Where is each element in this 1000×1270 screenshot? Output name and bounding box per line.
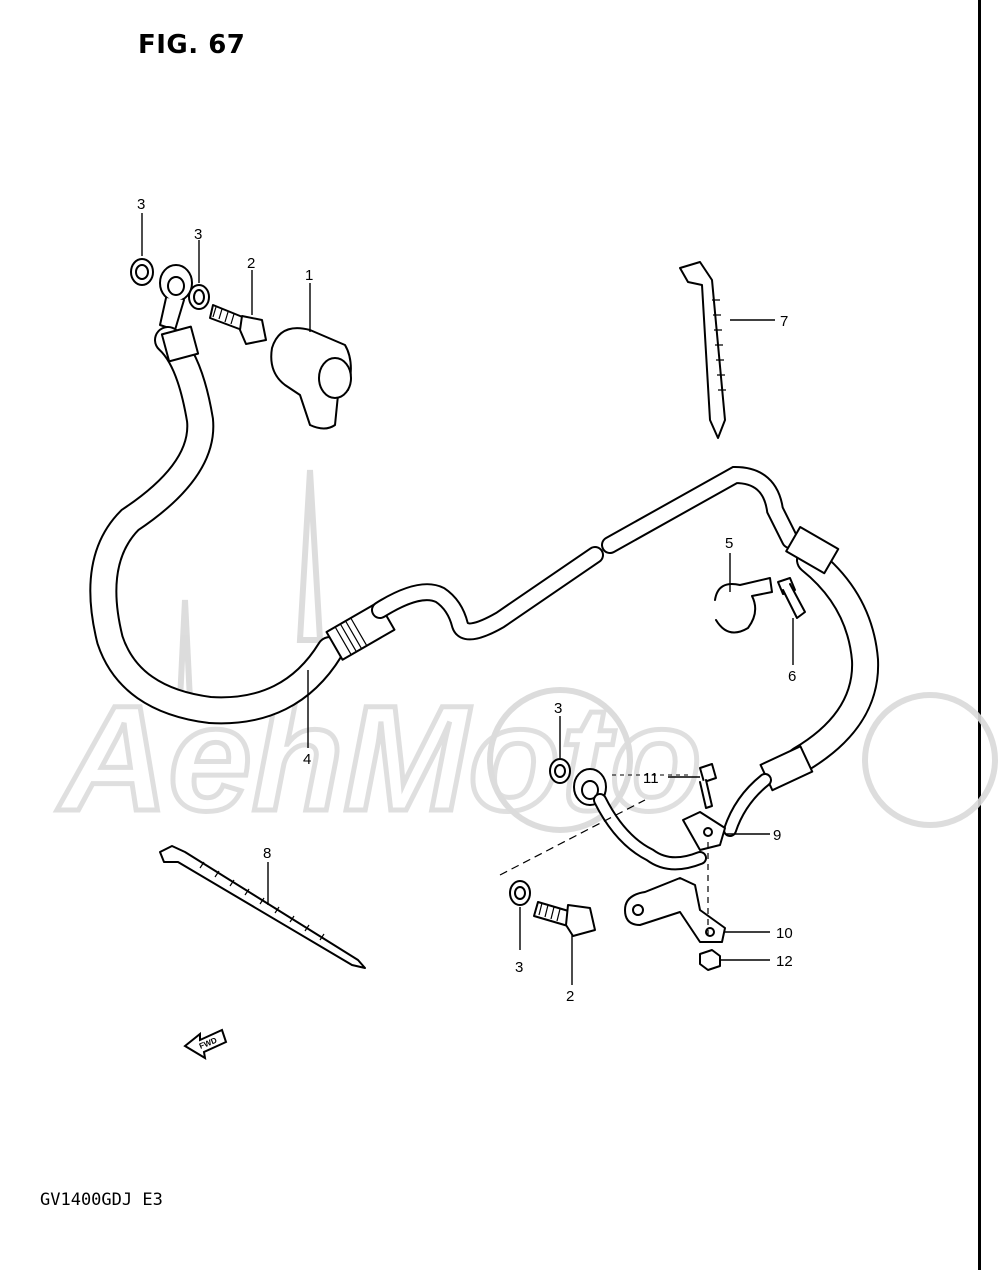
callout-3-d: 3 — [515, 959, 523, 976]
callout-3-b: 3 — [194, 226, 202, 243]
leader-lines — [141, 213, 794, 985]
cap-1 — [270, 327, 352, 430]
callout-12: 12 — [776, 953, 793, 970]
banjo-bolt-2-lower — [533, 901, 596, 937]
clamp-5 — [714, 577, 773, 634]
banjo-bolt-2-top — [209, 304, 267, 345]
callout-10: 10 — [776, 925, 793, 942]
callout-11: 11 — [643, 770, 659, 787]
callout-2-a: 2 — [247, 255, 255, 272]
callout-2-b: 2 — [566, 988, 574, 1005]
bracket-plate-10 — [624, 877, 726, 943]
callout-1: 1 — [305, 267, 313, 284]
callout-5: 5 — [725, 535, 733, 552]
bracket-clip-9 — [682, 811, 726, 851]
model-code: GV1400GDJ E3 — [40, 1190, 163, 1210]
brake-hose-right — [723, 526, 880, 837]
page-border-right — [978, 0, 981, 1270]
callout-7: 7 — [780, 313, 788, 330]
washer-3-lower — [549, 758, 571, 784]
washer-3-bottom — [509, 880, 531, 906]
callout-6: 6 — [788, 668, 796, 685]
reference-line-1 — [499, 799, 646, 876]
bolt-6 — [777, 577, 806, 619]
callout-3-a: 3 — [137, 196, 145, 213]
figure-title: FIG. 67 — [138, 30, 246, 60]
banjo-fitting-top — [159, 264, 193, 331]
callout-4: 4 — [303, 751, 311, 768]
forward-arrow-icon: FWD — [183, 1028, 228, 1060]
brake-pipe — [371, 465, 799, 641]
washer-3-top-left — [130, 258, 154, 286]
callout-8: 8 — [263, 845, 271, 862]
washer-3-top-right — [188, 284, 210, 310]
cable-tie-8 — [159, 845, 366, 969]
callout-9: 9 — [773, 827, 781, 844]
bolt-11 — [699, 763, 717, 809]
banjo-fitting-lower — [573, 768, 707, 871]
callout-3-c: 3 — [554, 700, 562, 717]
cable-tie-7 — [679, 261, 726, 439]
nut-12 — [699, 949, 721, 971]
